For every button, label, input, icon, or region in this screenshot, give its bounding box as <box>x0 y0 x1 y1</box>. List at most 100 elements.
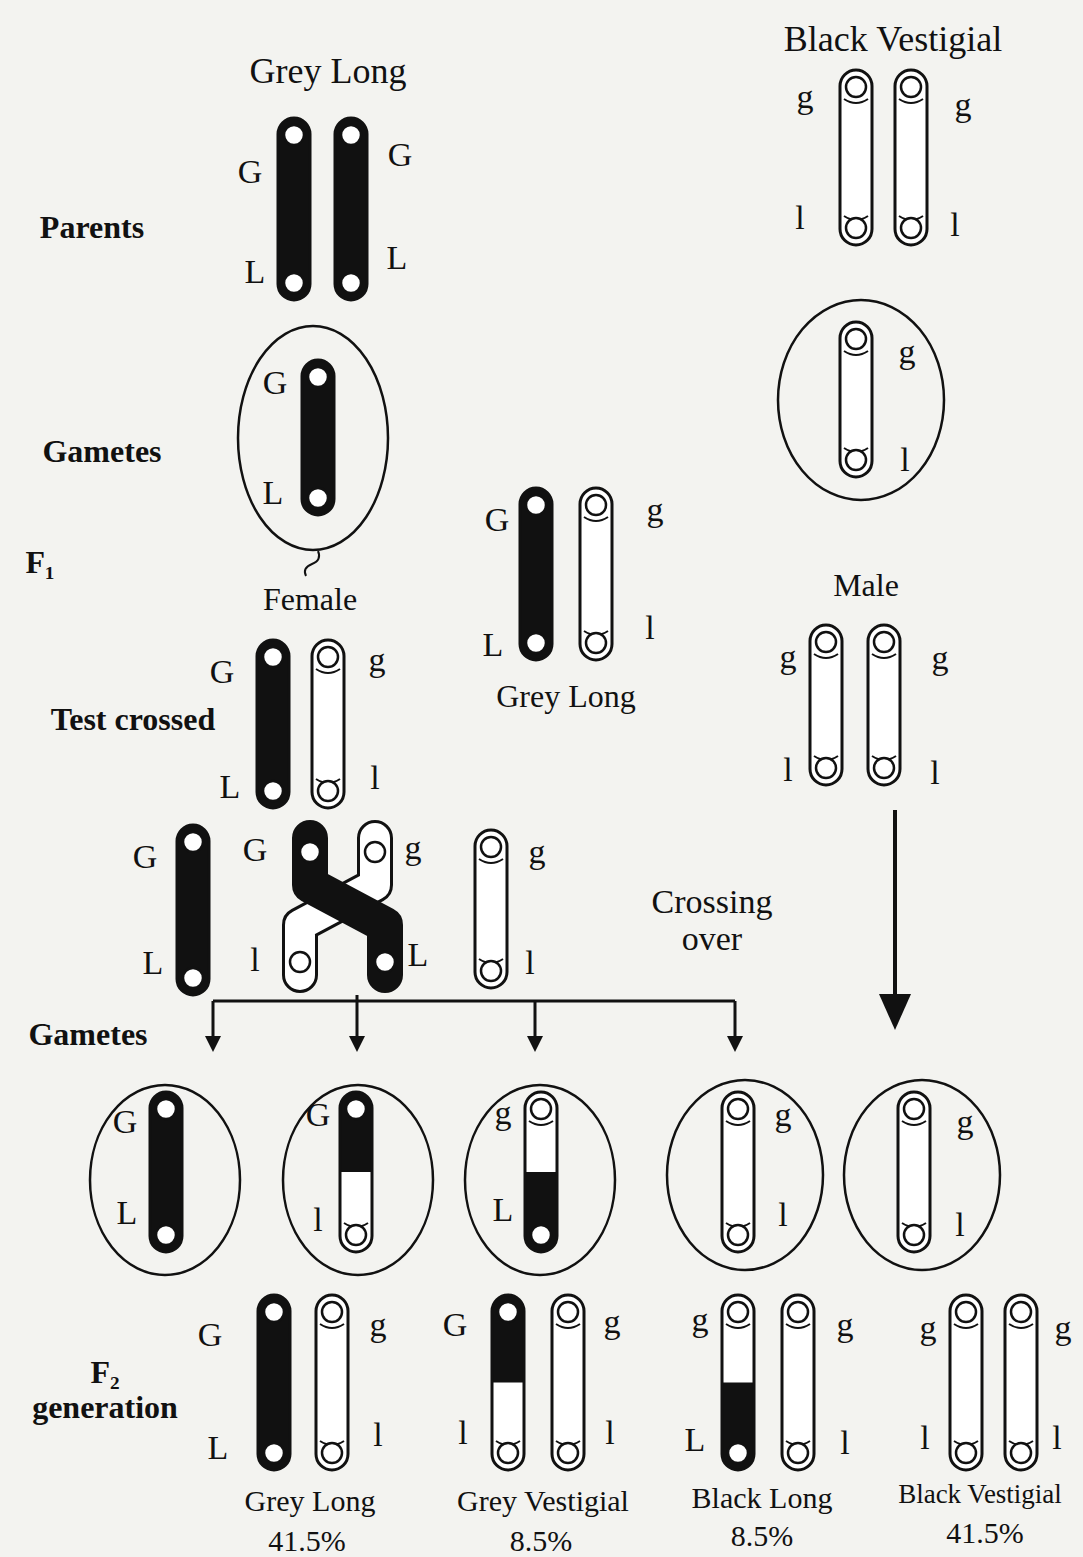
diagram-label: Female <box>263 582 357 617</box>
chromosome <box>492 1295 524 1470</box>
diagram-label: g <box>837 1306 854 1343</box>
diagram-label: Grey Long <box>245 1484 376 1517</box>
chromosome <box>782 1295 814 1470</box>
diagram-label: G <box>485 501 510 538</box>
arrow-head <box>527 1036 543 1052</box>
diagram-label: Black Long <box>692 1481 833 1514</box>
row-heading: Test crossed <box>51 702 215 737</box>
diagram-label: Crossing over <box>632 883 792 958</box>
row-heading: Gametes <box>28 1017 147 1052</box>
chromosome <box>312 640 344 808</box>
diagram-label: l <box>1052 1419 1061 1456</box>
chromosome <box>258 1295 290 1470</box>
diagram-label: l <box>950 206 959 243</box>
chromosome <box>895 70 927 245</box>
chromosome <box>950 1295 982 1470</box>
chromosome <box>316 1295 348 1470</box>
chromosome <box>810 625 842 785</box>
gamete-outline <box>86 1081 244 1279</box>
diagram-label: L <box>220 768 241 805</box>
gamete-outline <box>774 296 948 504</box>
gamete-cell: Gl <box>279 1081 437 1279</box>
chromosome <box>525 1092 557 1252</box>
arrow-head <box>349 1036 365 1052</box>
chromosome <box>722 1092 754 1252</box>
diagram-label: G <box>238 153 263 190</box>
diagram-label: l <box>605 1414 614 1451</box>
diagram-label: L <box>208 1429 229 1466</box>
diagram-label: G <box>388 136 413 173</box>
diagram-label: g <box>405 829 422 866</box>
chromosome <box>340 1092 372 1252</box>
diagram-label: g <box>370 1306 387 1343</box>
row-heading: F₁ <box>25 545 54 580</box>
diagram-label: Male <box>833 568 899 603</box>
allele-letter: L <box>493 1193 514 1227</box>
diagram-label: l <box>373 1416 382 1453</box>
gamete-cell: gl <box>840 1076 1004 1274</box>
diagram-label: g <box>932 639 949 676</box>
diagram-label: G <box>198 1316 223 1353</box>
row-heading: Gametes <box>42 434 161 469</box>
diagram-label: g <box>1055 1309 1072 1346</box>
diagram-label: Grey Long <box>496 679 636 714</box>
diagram-label: G <box>443 1306 468 1343</box>
diagram-label: 8.5% <box>731 1519 794 1552</box>
diagram-label: L <box>685 1421 706 1458</box>
allele-letter: G <box>306 1098 331 1132</box>
chromosome <box>177 825 209 995</box>
chromosome <box>580 488 612 660</box>
diagram-label: 41.5% <box>946 1516 1024 1549</box>
chromosome <box>898 1092 930 1252</box>
allele-letter: g <box>957 1105 974 1139</box>
diagram-label: l <box>920 1419 929 1456</box>
diagram-label: G <box>210 653 235 690</box>
gamete-cell: GL <box>234 322 392 554</box>
allele-letter: l <box>900 443 909 477</box>
diagram-label: Grey Vestigial <box>457 1484 629 1517</box>
gamete-outline <box>840 1076 1004 1274</box>
gamete-cell: GL <box>86 1081 244 1279</box>
chromosome <box>840 322 872 477</box>
chromosome <box>520 488 552 660</box>
diagram-label: 41.5% <box>268 1524 346 1557</box>
row-heading: Parents <box>40 210 144 245</box>
chromosome <box>552 1295 584 1470</box>
diagram-label: l <box>783 751 792 788</box>
allele-letter: G <box>113 1105 138 1139</box>
diagram-label: g <box>780 638 797 675</box>
diagram-label: l <box>250 941 259 978</box>
diagram-label: l <box>645 609 654 646</box>
diagram-label: L <box>143 944 164 981</box>
chromosome <box>257 640 289 808</box>
diagram-label: g <box>529 833 546 870</box>
allele-letter: l <box>313 1203 322 1237</box>
allele-letter: l <box>955 1208 964 1242</box>
chromosome <box>278 118 310 300</box>
allele-letter: G <box>263 366 288 400</box>
gamete-cell: gl <box>774 296 948 504</box>
diagram-label: L <box>408 936 429 973</box>
arrow-head <box>879 994 911 1030</box>
gamete-cell: gL <box>461 1081 619 1279</box>
diagram-label: l <box>458 1414 467 1451</box>
allele-letter: l <box>778 1198 787 1232</box>
diagram-label: G <box>243 831 268 868</box>
diagram-label: L <box>245 253 266 290</box>
chromosome <box>840 70 872 245</box>
chromosome <box>868 625 900 785</box>
gamete-tail <box>305 551 319 576</box>
diagram-label: g <box>604 1303 621 1340</box>
diagram-label: l <box>370 759 379 796</box>
allele-letter: g <box>495 1096 512 1130</box>
arrow-head <box>727 1036 743 1052</box>
diagram-label: G <box>133 838 158 875</box>
diagram-label: l <box>525 944 534 981</box>
diagram-label: g <box>647 491 664 528</box>
allele-letter: g <box>899 335 916 369</box>
chromosome <box>335 118 367 300</box>
diagram-label: l <box>840 1424 849 1461</box>
diagram-label: L <box>387 239 408 276</box>
gamete-outline <box>461 1081 619 1279</box>
gamete-outline <box>279 1081 437 1279</box>
